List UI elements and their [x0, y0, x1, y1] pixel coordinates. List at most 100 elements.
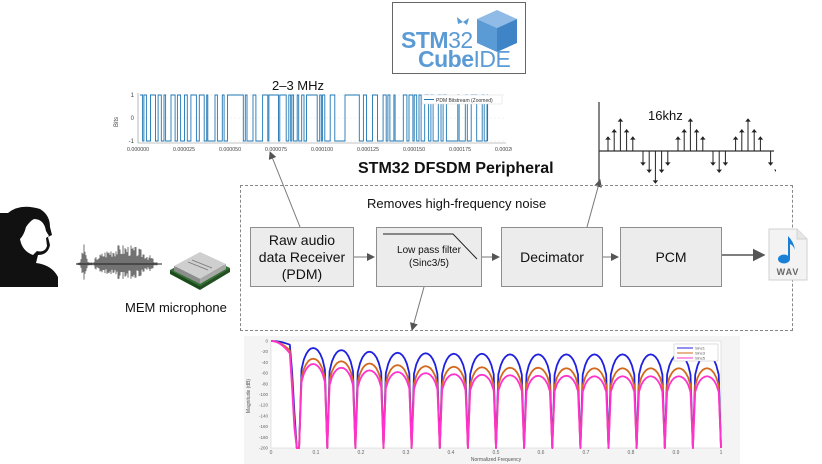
- pcm-sample-arrowhead: [732, 136, 739, 140]
- sinc-series-sinc5: [270, 340, 722, 449]
- pcm-sample-arrowhead: [675, 136, 681, 140]
- pdm-ytick-label: -1: [129, 139, 135, 145]
- sinc-ytick-label: -140: [259, 413, 269, 418]
- wav-label: WAV: [777, 267, 800, 277]
- lpf-block-line1: Low pass filter: [397, 245, 461, 256]
- pcm-frequency-label: 16khz: [648, 108, 683, 123]
- pcm-sample-arrowhead: [681, 129, 687, 133]
- sinc-legend-label: Sinc1: [695, 346, 706, 351]
- sinc-xtick-label: 0.1: [313, 450, 320, 456]
- sinc-ytick-label: -180: [259, 435, 269, 440]
- pcm-block: PCM: [620, 227, 722, 287]
- sinc-xtick-label: 0.4: [448, 450, 455, 456]
- sinc-xtick-label: 0.7: [583, 450, 590, 456]
- sinc-ylabel: Magnitude (dB): [246, 379, 252, 414]
- soundwave-icon: [76, 244, 162, 280]
- low-pass-filter-block: Low pass filter (Sinc3/5): [376, 227, 482, 287]
- pdm-block-line2: data Receiver: [258, 248, 346, 265]
- pdm-bitstream-line: [140, 94, 489, 142]
- pcm-sample-arrowhead: [640, 162, 646, 166]
- lowpass-curve-icon: [383, 233, 478, 260]
- music-note-icon: [778, 236, 795, 264]
- pdm-xtick-label: 0.000125: [357, 147, 379, 153]
- pcm-sample-chart: 16khz: [598, 102, 776, 184]
- pdm-xtick-label: 0.000025: [173, 147, 195, 153]
- decimator-block: Decimator: [501, 227, 603, 287]
- pdm-ytick-label: 0: [131, 116, 135, 122]
- sinc-legend-label: Sinc3: [695, 351, 706, 356]
- pcm-sample-arrowhead: [716, 169, 722, 173]
- pcm-sample-arrowhead: [630, 136, 636, 140]
- butterfly-icon: [457, 17, 469, 25]
- pcm-sample-arrowhead: [745, 118, 751, 122]
- sinc-xlabel: Normalized Frequency: [471, 457, 522, 463]
- wav-file-icon: WAV: [768, 228, 808, 281]
- arrow-to-pcm-chart: [586, 179, 602, 228]
- sinc-xtick-label: 0.6: [538, 450, 545, 456]
- sinc-ytick-label: -80: [261, 381, 268, 386]
- pcm-sample-arrowhead: [658, 169, 665, 173]
- pcm-sample-arrowhead: [665, 162, 671, 166]
- pdm-xtick-label: 0.000150: [403, 147, 425, 153]
- sinc-xtick-label: 0.9: [673, 450, 680, 456]
- pcm-sample-arrowhead: [687, 118, 694, 122]
- sinc-ytick-label: 0: [265, 339, 268, 344]
- pdm-ylabel: Bits: [114, 117, 120, 127]
- pcm-sample-arrowhead: [700, 136, 706, 140]
- pdm-xtick-label: 0.000100: [311, 147, 333, 153]
- pcm-sample-arrowhead: [611, 129, 617, 133]
- sinc-xtick-label: 1: [720, 450, 723, 456]
- logo-line1: STM32: [401, 27, 473, 53]
- sinc-ytick-label: -120: [259, 403, 269, 408]
- logo-line2: CubeIDE: [418, 46, 511, 72]
- pcm-sample-arrowhead: [710, 162, 716, 166]
- cube-icon: [477, 10, 517, 52]
- stm32cubeide-logo: STM32 CubeIDE: [392, 2, 526, 74]
- pcm-sample-arrowhead: [722, 162, 729, 166]
- pdm-xtick-label: 0.000000: [127, 147, 149, 153]
- pcm-sample-arrowhead: [623, 129, 630, 133]
- noise-note: Removes high-frequency noise: [367, 196, 547, 211]
- pdm-block-line1: Raw audio: [268, 231, 336, 248]
- pdm-xtick-label: 0.000200: [495, 147, 512, 153]
- pcm-sample-arrowhead: [751, 129, 757, 133]
- pdm-xtick-label: 0.000175: [449, 147, 471, 153]
- sinc-xtick-label: 0.5: [493, 450, 500, 456]
- arrow-to-filter-chart: [410, 286, 425, 331]
- pcm-sample-arrowhead: [646, 169, 652, 173]
- sinc-ytick-label: -160: [259, 424, 269, 429]
- lpf-block-line2: (Sinc3/5): [408, 258, 449, 269]
- sinc-xtick-label: 0: [270, 450, 273, 456]
- person-head-icon: [0, 206, 58, 287]
- sinc-ytick-label: -40: [261, 360, 268, 365]
- pcm-sample-arrowhead: [774, 169, 776, 173]
- pcm-sample-arrowhead: [605, 136, 611, 140]
- pcm-sample-arrowhead: [617, 118, 624, 122]
- pdm-legend: PDM Bitstream (Zoomed): [421, 94, 503, 105]
- pdm-block-line3: (PDM): [281, 265, 323, 282]
- sinc-ytick-label: -200: [259, 446, 269, 451]
- peripheral-title: STM32 DFSDM Peripheral: [358, 160, 554, 177]
- sinc-ytick-label: -20: [261, 349, 268, 354]
- sinc-xtick-label: 0.2: [358, 450, 365, 456]
- sinc-legend-label: Sinc5: [695, 356, 706, 361]
- pcm-sample-arrowhead: [739, 129, 745, 133]
- pdm-xtick-label: 0.000075: [265, 147, 287, 153]
- pcm-sample-arrowhead: [652, 180, 659, 184]
- pdm-ytick-label: 1: [131, 93, 135, 99]
- sinc-filter-response-chart: Magnitude (dB) Normalized Frequency 0-20…: [244, 336, 740, 464]
- pcm-sample-arrowhead: [767, 162, 774, 166]
- pdm-frequency-label: 2–3 MHz: [272, 78, 325, 93]
- sinc-ytick-label: -60: [261, 371, 268, 376]
- pcm-sample-arrowhead: [693, 129, 700, 133]
- sinc-ytick-label: -100: [259, 392, 269, 397]
- microphone-label: MEM microphone: [125, 300, 227, 315]
- mems-microphone-icon: [170, 252, 230, 290]
- arrow-to-pdm-chart: [268, 151, 301, 228]
- pcm-sample-arrowhead: [757, 136, 764, 140]
- sinc-xtick-label: 0.3: [403, 450, 410, 456]
